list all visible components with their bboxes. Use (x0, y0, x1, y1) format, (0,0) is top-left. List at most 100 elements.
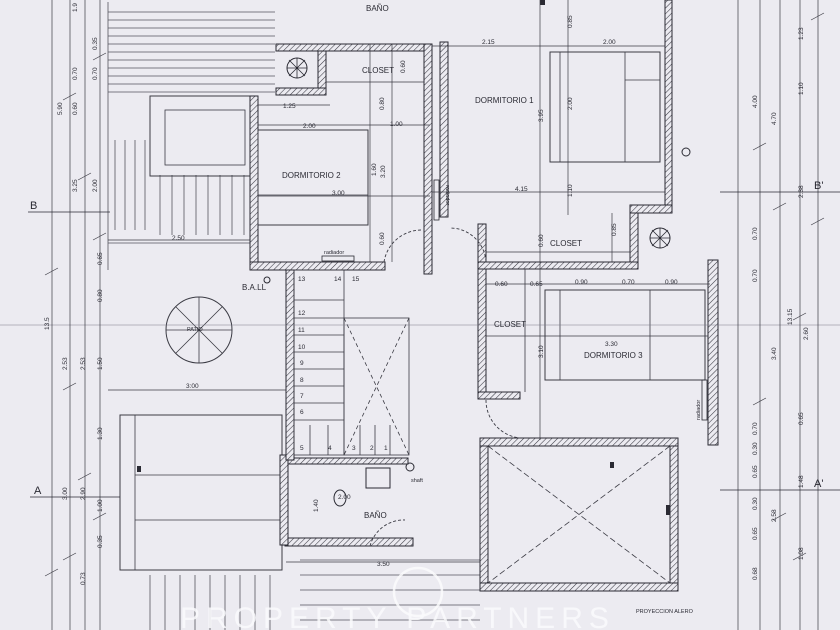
dim-left-1-50: 1.50 (97, 357, 104, 370)
room-dormitorio-3: DORMITORIO 3 (584, 351, 643, 360)
left-dimension-labels: 5.90 0.70 0.60 3.25 13.5 2.53 2.53 1.50 … (44, 3, 104, 585)
dim-right-13-15: 13.15 (787, 308, 794, 325)
dim-right-4-00: 4.00 (752, 95, 759, 108)
dim-right-1-48: 1.48 (798, 475, 805, 488)
deck-lines-mid-left (108, 140, 250, 244)
bed-dormitorio-2 (257, 129, 369, 226)
dim-left-0-80: 0.80 (97, 289, 104, 302)
dim-left-0-60: 0.60 (72, 102, 79, 115)
axis-b-left-label: B (30, 200, 37, 212)
dim-left-0-35: 0.35 (97, 535, 104, 548)
marker-icon-3 (540, 0, 545, 5)
dim-2-15: 2.15 (482, 39, 495, 46)
dim-left-13-5: 13.5 (44, 317, 51, 330)
dim-1-60: 1.60 (371, 163, 378, 176)
stair-num-12: 12 (298, 310, 306, 317)
radiator-dorm3 (701, 379, 708, 421)
stair-num-2: 2 (370, 445, 374, 452)
dim-left-2-53a: 2.53 (62, 357, 69, 370)
door-swing-dorm3-b (485, 399, 521, 439)
dim-0-60-dorm2: 0.60 (379, 232, 386, 245)
dim-0-60-closet: 0.60 (400, 60, 407, 73)
radiator-dorm1 (433, 179, 440, 221)
stair-num-10: 10 (298, 344, 306, 351)
dim-right-0-68: 0.68 (752, 567, 759, 580)
door-swing-dorm3 (449, 227, 487, 263)
dim-0-85-top: 0.85 (567, 15, 574, 28)
level-mark-icon (681, 147, 691, 157)
marker-icon-4 (666, 505, 670, 515)
interior-stair (293, 269, 410, 456)
dim-1-00: 1.00 (390, 121, 403, 128)
dim-right-0-30: 0.30 (752, 497, 759, 510)
axis-b-right-label: B' (814, 180, 823, 192)
dim-0-85-closet2: 0.85 (611, 223, 618, 236)
dim-right-0-70b: 0.70 (752, 269, 759, 282)
level-mark-icon-2 (263, 276, 271, 284)
label-shaft: shaft (411, 478, 423, 484)
deck-lines-bottom (149, 559, 480, 630)
dim-left-3-00: 3.00 (62, 487, 69, 500)
dim-right-0-70c: 0.70 (752, 422, 759, 435)
dim-right-0-30b: 0.30 (752, 442, 759, 455)
bed-dormitorio-1 (549, 51, 661, 163)
dim-2-00-bed1: 2.00 (567, 97, 574, 110)
dim-0-90-b: 0.90 (665, 279, 678, 286)
dim-3-10: 3.10 (538, 345, 545, 358)
label-radiador-2: radiador (444, 185, 450, 205)
dim-right-0-65a: 0.65 (798, 412, 805, 425)
shaft-icon (405, 462, 415, 472)
dim-left-2-53b: 2.53 (80, 357, 87, 370)
dim-3-00-patio: 3:00 (186, 383, 199, 390)
stair-num-5: 5 (300, 445, 304, 452)
dim-left-1-9: 1.9 (72, 3, 79, 12)
room-closet-3: CLOSET (494, 320, 526, 329)
marker-icon (610, 462, 614, 468)
dim-left-5-90: 5.90 (57, 102, 64, 115)
dim-right-1-23: 1.23 (798, 27, 805, 40)
dim-1-25: 1.25 (283, 103, 296, 110)
stair-num-14: 14 (334, 276, 342, 283)
dim-3-95: 3.95 (538, 109, 545, 122)
room-closet-2: CLOSET (550, 239, 582, 248)
watermark-logo-icon (392, 566, 444, 618)
dim-1-10: 1.10 (567, 184, 574, 197)
dim-left-0-70: 0.70 (72, 67, 79, 80)
fan-icon-blades (287, 58, 307, 78)
dim-3-00: 3.00 (332, 190, 345, 197)
dim-left-2-90: 2.90 (80, 487, 87, 500)
left-dimension-columns (44, 0, 107, 630)
dim-right-0-70a: 0.70 (752, 227, 759, 240)
axis-a-right-label: A' (814, 478, 823, 490)
toilet-icon (333, 489, 347, 507)
door-swing-dorm2 (383, 229, 423, 263)
dim-3-30: 3.30 (605, 341, 618, 348)
walls (249, 0, 719, 592)
dim-0-80: 0.80 (379, 97, 386, 110)
marker-icon-2 (137, 466, 141, 472)
bench-left-inner (164, 109, 246, 166)
room-dormitorio-1: DORMITORIO 1 (475, 96, 534, 105)
room-closet-1: CLOSET (362, 66, 394, 75)
dim-right-1-08: 1.08 (798, 547, 805, 560)
stair-num-9: 9 (300, 360, 304, 367)
dim-right-1-10: 1.10 (798, 82, 805, 95)
stair-num-13: 13 (298, 276, 306, 283)
void-x-2 (487, 445, 671, 584)
right-dimension-columns (737, 0, 825, 630)
dim-left-0-70b: 0.70 (92, 67, 99, 80)
dim-1-40: 1.40 (313, 499, 320, 512)
stair-num-15: 15 (352, 276, 360, 283)
label-radiador-1: radiador (324, 250, 344, 256)
dim-left-1-00: 1.00 (97, 499, 104, 512)
dim-right-0-65c: 0.65 (752, 465, 759, 478)
label-proyeccion-alero: PROYECCION ALERO (636, 609, 694, 615)
dim-left-0-35b: 0.35 (92, 37, 99, 50)
dim-right-2-38: 2.38 (798, 185, 805, 198)
radiator-dorm2 (321, 255, 355, 262)
stair-num-3: 3 (352, 445, 356, 452)
room-bano-bottom: BAÑO (364, 511, 387, 520)
dim-3-20: 3.20 (380, 165, 387, 178)
stair-numbers: 13 14 15 12 11 10 9 8 7 6 5 4 3 2 1 (298, 276, 388, 452)
